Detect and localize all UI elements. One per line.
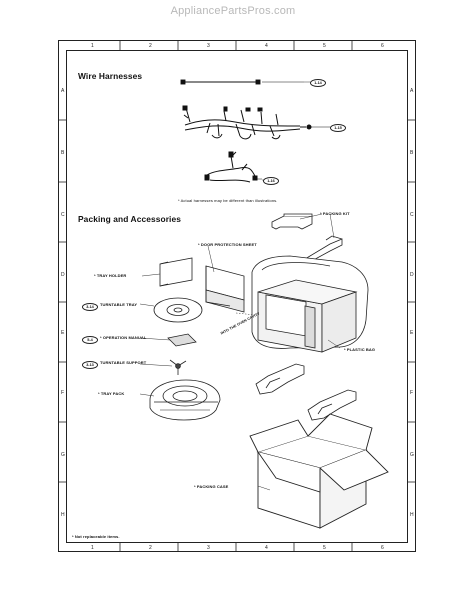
grid-row-label: E xyxy=(410,330,414,336)
grid-row-label: E xyxy=(61,330,65,336)
grid-row-label: H xyxy=(410,512,414,518)
grid-row-label: C xyxy=(61,212,65,218)
grid-col-label: 2 xyxy=(149,545,152,551)
tray-holder xyxy=(159,257,193,287)
label-packing-kit: * PACKING KIT xyxy=(320,211,350,216)
grid-row-label: B xyxy=(61,150,65,156)
grid-col-label: 4 xyxy=(265,43,268,49)
turntable-tray xyxy=(153,297,203,323)
grid-row-label: G xyxy=(410,452,414,458)
grid-row-label: F xyxy=(61,390,65,396)
grid-row-label: D xyxy=(61,272,65,278)
label-plastic-bag: * PLASTIC BAG xyxy=(344,347,376,352)
label-operation-manual: * OPERATION MANUAL xyxy=(100,335,147,340)
label-tray-holder: * TRAY HOLDER xyxy=(94,273,127,278)
grid-col-label: 1 xyxy=(91,545,94,551)
grid-row-label: B xyxy=(410,150,414,156)
section-title-packing: Packing and Accessories xyxy=(78,214,182,224)
tray-pack xyxy=(149,379,221,421)
grid-col-label: 1 xyxy=(91,43,94,49)
ref-callout: 1-16 xyxy=(263,177,279,185)
operation-manual xyxy=(167,333,197,347)
grid-row-label: G xyxy=(61,452,65,458)
packing-kit-bottom xyxy=(255,363,357,421)
label-turntable-support: TURNTABLE SUPPORT xyxy=(100,360,147,365)
footnote: * Not replaceable items. xyxy=(72,534,120,539)
packing-case xyxy=(249,413,389,529)
wire-harness-1-16 xyxy=(204,151,262,183)
grid-row-label: H xyxy=(61,512,65,518)
door-protection-sheet xyxy=(205,265,245,313)
grid-row-label: C xyxy=(410,212,414,218)
label-turntable-tray: TURNTABLE TRAY xyxy=(100,302,138,307)
oven-in-plastic-bag xyxy=(251,255,369,353)
grid-row-label: A xyxy=(410,88,414,94)
label-packing-case: * PACKING CASE xyxy=(194,484,229,489)
wire-harness-1-14 xyxy=(180,79,304,85)
ref-callout: 5-4 xyxy=(82,336,98,344)
grid-col-label: 3 xyxy=(207,43,210,49)
grid-col-label: 6 xyxy=(381,43,384,49)
grid-row-label: D xyxy=(410,272,414,278)
section-title-wire-harnesses: Wire Harnesses xyxy=(78,71,143,81)
grid-col-label: 6 xyxy=(381,545,384,551)
wire-harness-1-15 xyxy=(182,105,330,140)
grid-col-label: 3 xyxy=(207,545,210,551)
label-tray-pack: * TRAY PACK xyxy=(98,391,125,396)
ref-callout: 3-13 xyxy=(82,361,98,369)
ref-callout: 1-14 xyxy=(310,79,326,87)
watermark: AppliancePartsPros.com xyxy=(170,5,296,17)
grid-col-label: 2 xyxy=(149,43,152,49)
ref-callout: 3-14 xyxy=(82,303,98,311)
drawing-border xyxy=(66,50,408,543)
label-door-protection-sheet: * DOOR PROTECTION SHEET xyxy=(198,242,257,247)
grid-row-label: F xyxy=(410,390,414,396)
harness-note: * Actual harnesses may be different than… xyxy=(178,198,278,203)
drawing-frame xyxy=(58,40,416,552)
grid-row-label: A xyxy=(61,88,65,94)
turntable-support xyxy=(169,359,187,375)
grid-col-label: 4 xyxy=(265,545,268,551)
grid-col-label: 5 xyxy=(323,545,326,551)
ref-callout: 1-15 xyxy=(330,124,346,132)
grid-col-label: 5 xyxy=(323,43,326,49)
